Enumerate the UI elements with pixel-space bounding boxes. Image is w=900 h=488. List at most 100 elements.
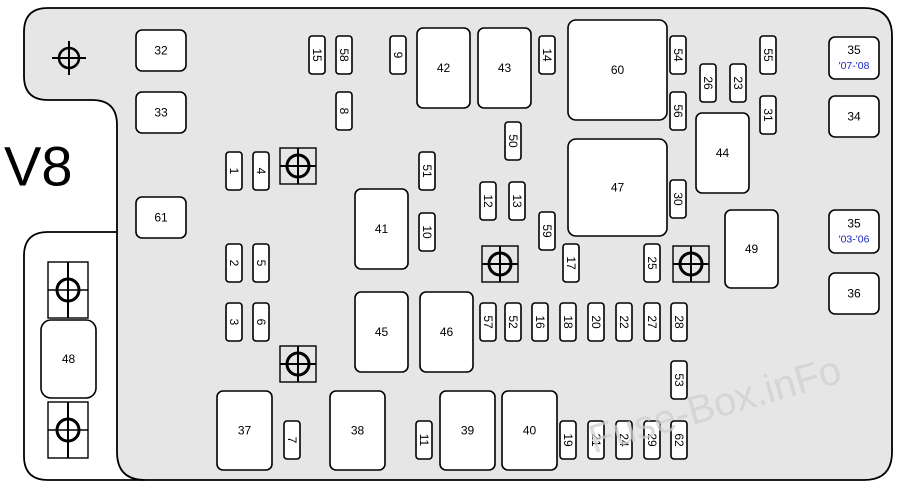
fuse-43-body	[477, 27, 532, 109]
fuse-61-body	[135, 196, 187, 239]
fuse-24-body	[615, 420, 633, 460]
fuse-26-label: 26	[701, 76, 715, 90]
fuse-30-label: 30	[671, 192, 685, 206]
fuse-55-body	[759, 35, 777, 75]
fuse-49-body	[724, 209, 779, 289]
fuse-4-label: 4	[254, 168, 268, 175]
fuse-38-label: 38	[351, 424, 365, 438]
fuse-27-body	[643, 302, 661, 342]
fuse-6-label: 6	[254, 319, 268, 326]
fuse-21-label: 21	[589, 433, 603, 447]
fuse-8-label: 8	[337, 108, 351, 115]
fuse-1-body	[225, 151, 243, 191]
fuse-16-label: 16	[533, 315, 547, 329]
fuse-11-body	[415, 420, 433, 460]
fuse-60-body	[567, 19, 668, 121]
fuse-28-label: 28	[672, 315, 686, 329]
fuse-42-label: 42	[437, 61, 451, 75]
fuse-15-label: 15	[310, 48, 324, 62]
fuse-56-body	[669, 91, 687, 131]
fuse-40-label: 40	[523, 424, 537, 438]
mounting-bolt-icon	[672, 245, 710, 283]
fuse-37-label: 37	[238, 424, 252, 438]
fuse-46: 46	[419, 291, 474, 373]
fuse-4: 4	[252, 151, 270, 191]
fuse-2-body	[225, 243, 243, 283]
fuse-47-label: 47	[611, 181, 625, 195]
fuse-23-body	[729, 63, 747, 103]
fuse-19: 19	[559, 420, 577, 460]
fuse-18-body	[559, 302, 577, 342]
fuse-60-label: 60	[611, 63, 625, 77]
fuse-41-label: 41	[375, 222, 389, 236]
mounting-bolt-icon	[279, 147, 317, 185]
fuse-59: 59	[538, 211, 556, 251]
fuse-48: 48	[40, 319, 97, 399]
fuse-22-label: 22	[617, 315, 631, 329]
fuse-39-label: 39	[461, 424, 475, 438]
fuse-17-body	[562, 243, 580, 283]
fuse-35b-label: 35	[847, 217, 861, 231]
fuse-31-body	[759, 95, 777, 135]
fuse-29-body	[643, 420, 661, 460]
fuse-42: 42	[416, 27, 471, 109]
fuse-11: 11	[415, 420, 433, 460]
fuse-59-body	[538, 211, 556, 251]
fuse-24-label: 24	[617, 433, 631, 447]
fuse-29-label: 29	[645, 433, 659, 447]
fuse-53: 53	[670, 360, 688, 400]
mounting-bolt-icon	[52, 41, 86, 75]
mounting-bolt-icon	[481, 245, 519, 283]
fuse-20-body	[587, 302, 605, 342]
fuse-10: 10	[418, 212, 436, 252]
fuse-23-label: 23	[731, 76, 745, 90]
fuse-15-body	[308, 35, 326, 75]
left-lower-bracket	[23, 231, 145, 481]
fuse-50: 50	[504, 121, 522, 161]
fuse-55-label: 55	[761, 48, 775, 62]
fuse-5: 5	[252, 243, 270, 283]
fuse-27-label: 27	[645, 315, 659, 329]
fuse-13: 13	[508, 181, 526, 221]
fuse-41: 41	[354, 188, 409, 270]
fuse-46-body	[419, 291, 474, 373]
fuse-42-body	[416, 27, 471, 109]
fuse-10-label: 10	[420, 225, 434, 239]
fuse-35b-body	[828, 209, 880, 254]
fuse-17: 17	[562, 243, 580, 283]
fuse-34: 34	[828, 95, 880, 138]
fuse-19-body	[559, 420, 577, 460]
fuse-25-body	[643, 243, 661, 283]
fuse-44: 44	[695, 112, 750, 194]
fuse-57-body	[479, 302, 497, 342]
fuse-62-label: 62	[672, 433, 686, 447]
fuse-43: 43	[477, 27, 532, 109]
fuse-62: 62	[670, 420, 688, 460]
fuse-54-body	[669, 35, 687, 75]
fuse-25: 25	[643, 243, 661, 283]
fuse-32: 32	[135, 29, 187, 72]
fuse-47: 47	[567, 138, 668, 237]
fuse-14: 14	[538, 35, 556, 75]
fuse-58-label: 58	[337, 48, 351, 62]
fuse-58: 58	[335, 35, 353, 75]
fuse-13-label: 13	[510, 194, 524, 208]
fuse-28-body	[670, 302, 688, 342]
fuse-60: 60	[567, 19, 668, 121]
fuse-5-label: 5	[254, 260, 268, 267]
fuse-33: 33	[135, 91, 187, 134]
fuse-30-body	[669, 179, 687, 219]
fuse-45: 45	[354, 291, 409, 373]
fuse-52-body	[504, 302, 522, 342]
fuse-55: 55	[759, 35, 777, 75]
fuse-9-body	[389, 35, 407, 75]
fuse-35b-year-range: '03-'06	[839, 234, 870, 246]
fuse-8-body	[335, 91, 353, 131]
fuse-12-label: 12	[481, 194, 495, 208]
fuse-40-body	[501, 390, 558, 471]
fuse-59-label: 59	[540, 224, 554, 238]
engine-label: V8	[4, 135, 73, 198]
fuse-17-label: 17	[564, 256, 578, 270]
fuse-23: 23	[729, 63, 747, 103]
